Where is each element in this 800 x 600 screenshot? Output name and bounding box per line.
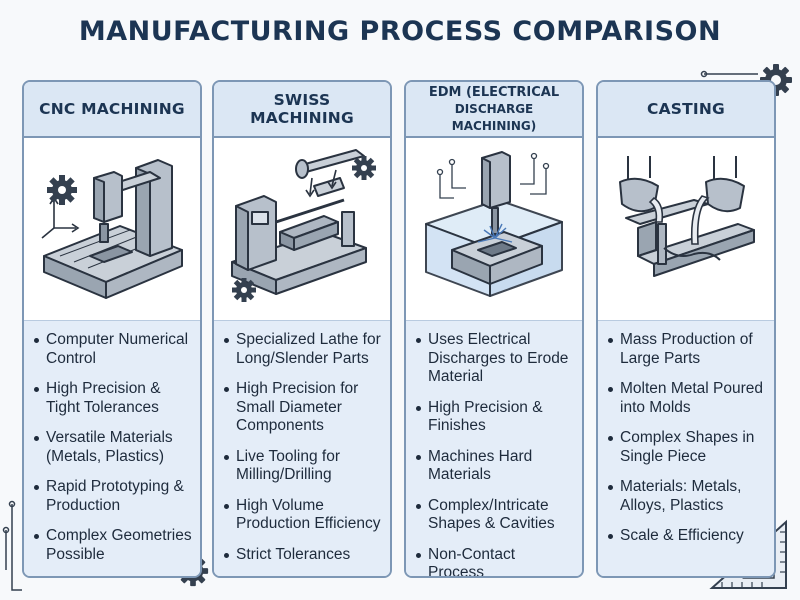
list-item: Non-Contact Process	[416, 546, 574, 576]
list-item: High Precision & Finishes	[416, 399, 574, 436]
list-item: Mass Production of Large Parts	[608, 331, 766, 368]
circuit-lines-icon	[2, 500, 22, 591]
list-item: Strict Tolerances	[224, 546, 382, 565]
column-title: CASTING	[647, 100, 725, 118]
list-item: Complex Shapes in Single Piece	[608, 429, 766, 466]
list-item: Complex/Intricate Shapes & Cavities	[416, 497, 574, 534]
list-item: Materials: Metals, Alloys, Plastics	[608, 478, 766, 515]
column-header: SWISS MACHINING	[214, 82, 390, 138]
list-item: High Precision for Small Diameter Compon…	[224, 380, 382, 436]
list-item: Live Tooling for Milling/Drilling	[224, 448, 382, 485]
list-item: Uses Electrical Discharges to Erode Mate…	[416, 331, 574, 387]
feature-list: Computer Numerical Control High Precisio…	[24, 320, 200, 576]
list-item: Molten Metal Poured into Molds	[608, 380, 766, 417]
feature-list: Mass Production of Large Parts Molten Me…	[598, 320, 774, 576]
feature-list: Specialized Lathe for Long/Slender Parts…	[214, 320, 390, 576]
list-item: High Precision & Tight Tolerances	[34, 380, 192, 417]
column-title: SWISS MACHINING	[250, 91, 354, 127]
column-casting: CASTING	[596, 80, 776, 578]
edm-tank-icon	[425, 151, 563, 297]
column-title: CNC MACHINING	[39, 100, 185, 118]
column-header: CNC MACHINING	[24, 82, 200, 138]
casting-ladle-icon	[619, 156, 755, 277]
column-illustration	[24, 138, 200, 318]
list-item: Computer Numerical Control	[34, 331, 192, 368]
list-item: Complex Geometries Possible	[34, 527, 192, 564]
list-item: Versatile Materials (Metals, Plastics)	[34, 429, 192, 466]
swiss-lathe-icon	[231, 149, 376, 302]
column-illustration	[598, 138, 774, 318]
list-item: High Volume Production Efficiency	[224, 497, 382, 534]
column-edm: EDM (ELECTRICAL DISCHARGE MACHINING)	[404, 80, 584, 578]
page-title: MANUFACTURING PROCESS COMPARISON	[78, 16, 722, 47]
column-swiss-machining: SWISS MACHINING	[212, 80, 392, 578]
column-header: CASTING	[598, 82, 774, 138]
list-item: Machines Hard Materials	[416, 448, 574, 485]
list-item: Scale & Efficiency	[608, 527, 766, 546]
column-illustration	[406, 138, 582, 318]
list-item: Specialized Lathe for Long/Slender Parts	[224, 331, 382, 368]
column-cnc-machining: CNC MACHINING	[22, 80, 202, 578]
list-item: Rapid Prototyping & Production	[34, 478, 192, 515]
feature-list: Uses Electrical Discharges to Erode Mate…	[406, 320, 582, 576]
column-title: EDM (ELECTRICAL	[428, 84, 560, 100]
cnc-mill-icon	[41, 159, 183, 299]
column-header: EDM (ELECTRICAL DISCHARGE MACHINING)	[406, 82, 582, 138]
column-illustration	[214, 138, 390, 318]
circuit-lines-icon	[700, 70, 758, 78]
column-title-line-2: DISCHARGE MACHINING)	[451, 101, 537, 133]
